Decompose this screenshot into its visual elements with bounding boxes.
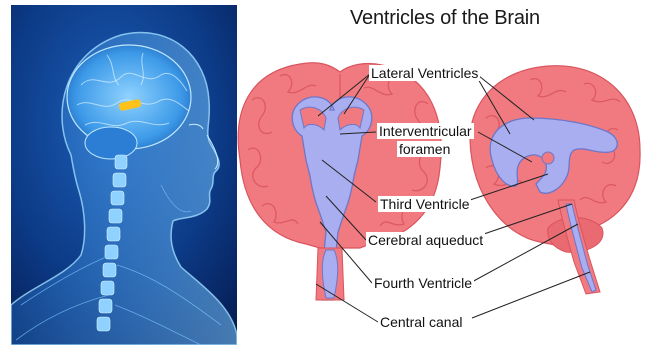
label-interventricular-foramen: Interventricular	[377, 123, 474, 139]
sagittal-brain	[470, 66, 640, 294]
label-fourth-ventricle: Fourth Ventricle	[372, 275, 474, 291]
label-cerebral-aqueduct: Cerebral aqueduct	[366, 232, 485, 248]
diagram-title: Ventricles of the Brain	[330, 7, 560, 30]
label-lateral-ventricles: Lateral Ventricles	[369, 65, 480, 81]
label-third-ventricle: Third Ventricle	[378, 196, 471, 212]
label-central-canal: Central canal	[378, 314, 465, 330]
label-interventricular-foramen-line2: foramen	[397, 141, 452, 157]
